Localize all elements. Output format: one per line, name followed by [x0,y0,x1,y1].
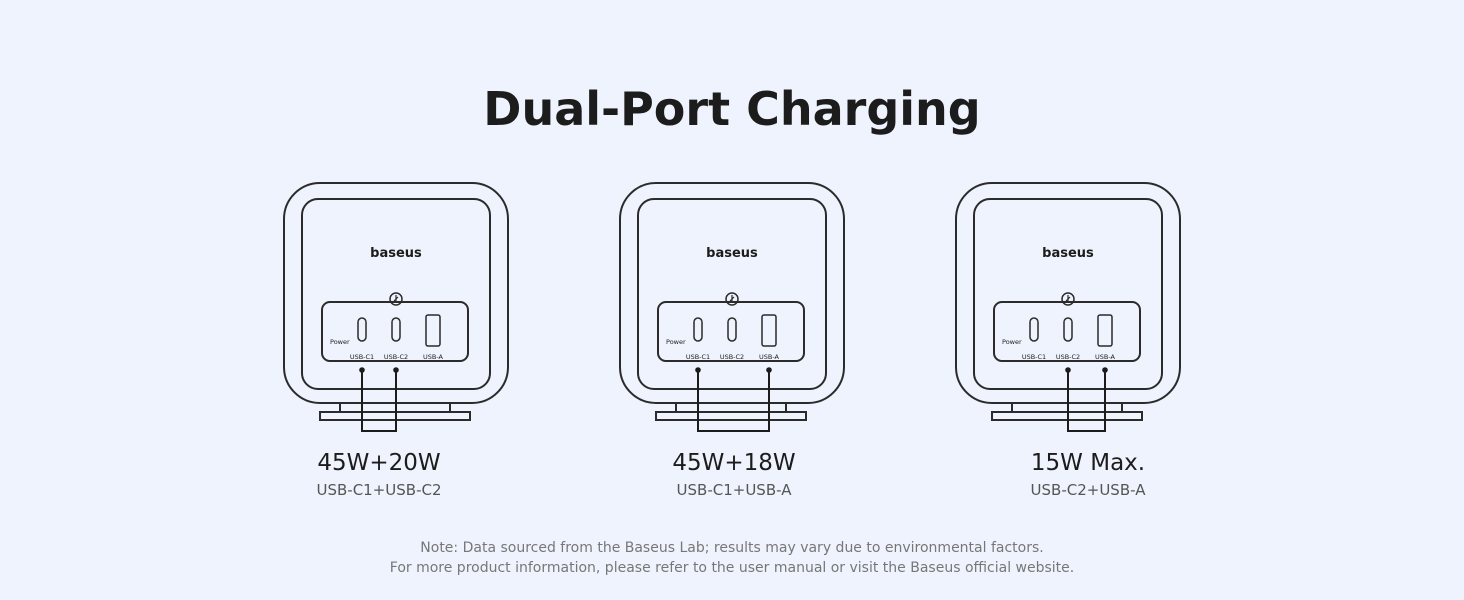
port-panel [657,301,805,362]
charger-outer-frame [619,182,845,404]
charger-1-wattage: 45W+20W [317,450,441,476]
charger-illustration-3: baseus Power USB-C1 USB-C2 USB-A [955,182,1187,432]
usb-c2-port [1063,317,1073,342]
usb-c1-label: USB-C1 [1022,353,1046,361]
note-line-1: Note: Data sourced from the Baseus Lab; … [420,540,1044,556]
power-label: Power [330,338,350,346]
brand-logo: baseus [370,246,422,261]
charge-icon [389,292,403,306]
stand-base [655,411,807,421]
charger-1-port-combo: USB-C1+USB-C2 [316,481,442,499]
usb-c1-label: USB-C1 [350,353,374,361]
port-panel [321,301,469,362]
charger-svg: baseus Power USB-C1 USB-C2 USB-A [619,182,845,432]
brand-logo: baseus [706,246,758,261]
page-title: Dual-Port Charging [483,82,981,136]
usb-c2-label: USB-C2 [384,353,408,361]
charge-icon [1061,292,1075,306]
charger-3-wattage: 15W Max. [1030,450,1146,476]
active-ports-connector [695,367,772,432]
usb-c2-port [727,317,737,342]
port-panel [993,301,1141,362]
charge-icon [725,292,739,306]
usb-c1-port [357,317,367,342]
active-ports-connector [359,367,399,432]
usb-c1-label: USB-C1 [686,353,710,361]
usb-c2-port [391,317,401,342]
usb-a-label: USB-A [423,353,444,361]
usb-a-label: USB-A [759,353,780,361]
usb-c2-label: USB-C2 [720,353,744,361]
charger-2-port-combo: USB-C1+USB-A [676,481,792,499]
charger-3-port-combo: USB-C2+USB-A [1030,481,1146,499]
usb-a-port [761,314,777,347]
charger-svg: baseus Power USB-C1 USB-C2 USB-A [283,182,509,432]
power-label: Power [1002,338,1022,346]
usb-c1-port [693,317,703,342]
usb-c1-port [1029,317,1039,342]
charger-2-wattage: 45W+18W [672,450,796,476]
charger-illustration-2: baseus Power USB-C1 USB-C2 USB-A [619,182,851,432]
charger-inner-face [637,198,827,390]
active-ports-connector [1065,367,1108,432]
note-line-2: For more product information, please ref… [389,560,1075,576]
charger-illustration-1: baseus Power USB-C1 USB-C2 USB-A [283,182,515,432]
usb-a-port [1097,314,1113,347]
power-label: Power [666,338,686,346]
brand-logo: baseus [1042,246,1094,261]
charger-svg: baseus Power USB-C1 USB-C2 USB-A [955,182,1181,432]
usb-a-label: USB-A [1095,353,1116,361]
usb-c2-label: USB-C2 [1056,353,1080,361]
usb-a-port [425,314,441,347]
